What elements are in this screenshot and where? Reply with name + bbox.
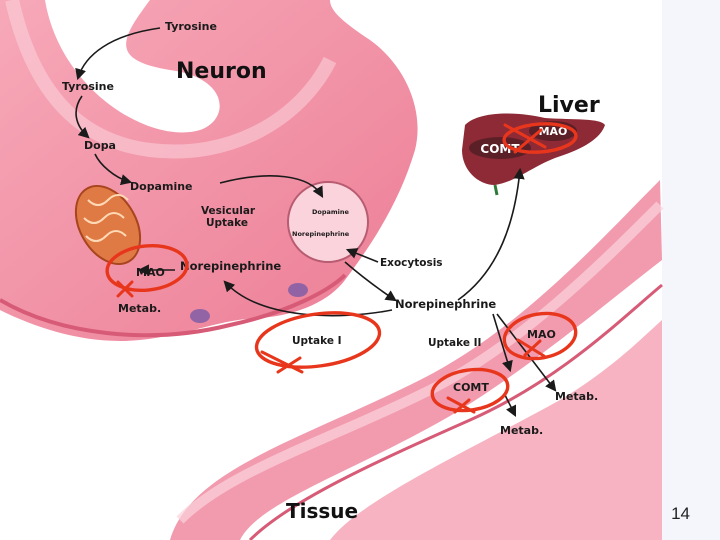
tissue-title: Tissue — [286, 499, 358, 523]
slide-margin — [662, 0, 720, 540]
dopa-label: Dopa — [84, 139, 116, 152]
neuron-norepinephrine-label: Norepinephrine — [180, 259, 281, 273]
tissue-vessel — [170, 180, 664, 540]
synapse-norepinephrine-label: Norepinephrine — [395, 297, 496, 311]
neuron-metab-label: Metab. — [118, 302, 161, 315]
exocytosis-label: Exocytosis — [380, 257, 443, 269]
mitochondrion — [74, 185, 142, 265]
tissue-comt-label: COMT — [453, 381, 489, 394]
liver-title: Liver — [538, 93, 600, 118]
vesicular-uptake-label-2: Uptake — [206, 217, 248, 229]
liver-comt-badge: COMT — [469, 137, 531, 159]
red-annotations — [105, 122, 578, 414]
tissue-mao-label: MAO — [527, 328, 556, 341]
tissue-metab-label-2: Metab. — [500, 424, 543, 437]
liver-mao-label: MAO — [539, 125, 568, 138]
tyrosine-top-label: Tyrosine — [165, 20, 217, 33]
dopamine-label: Dopamine — [130, 180, 193, 193]
uptake-2-label: Uptake II — [428, 337, 481, 349]
tyrosine-label: Tyrosine — [62, 80, 114, 93]
neuron-title: Neuron — [176, 59, 267, 84]
neuron-mao-label: MAO — [136, 266, 165, 279]
uptake-1-label: Uptake I — [292, 335, 342, 347]
tissue-metab-label-1: Metab. — [555, 390, 598, 403]
vesicle — [287, 181, 369, 263]
pathway-arrows — [75, 27, 557, 418]
slide-number: 14 — [671, 504, 690, 523]
vesicle-dopamine-label: Dopamine — [312, 208, 350, 216]
vesicle-norepinephrine-label: Norepinephrine — [292, 230, 350, 238]
vesicular-uptake-label-1: Vesicular — [201, 205, 256, 217]
neuron-shape — [0, 0, 418, 341]
liver-comt-label: COMT — [480, 142, 520, 156]
